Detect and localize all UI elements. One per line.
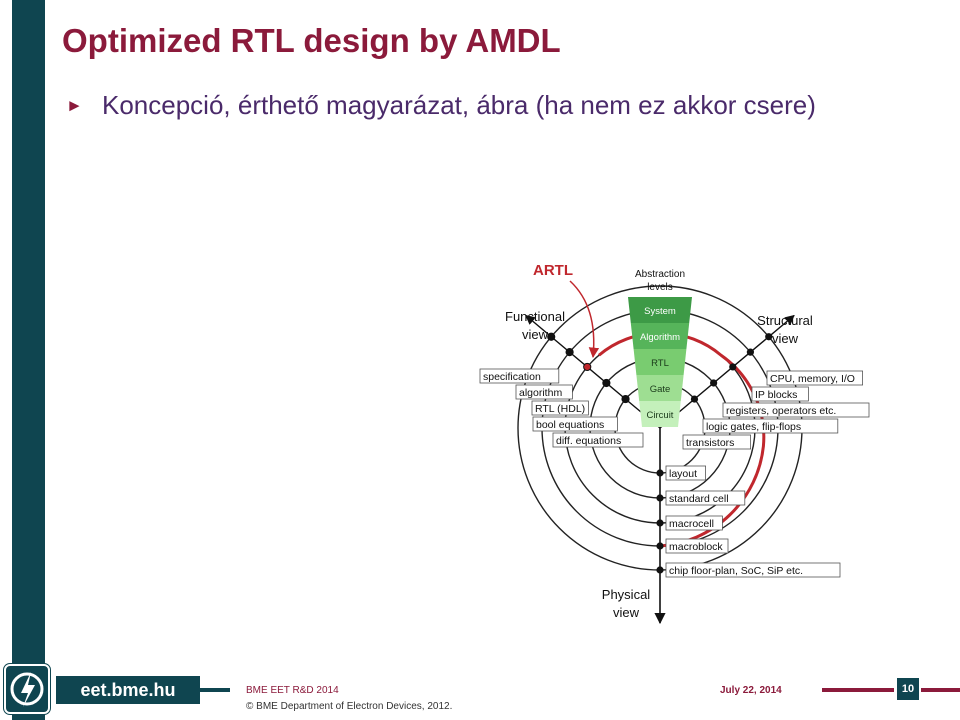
left-accent-bar	[12, 0, 45, 720]
structural-item-label: registers, operators etc.	[726, 405, 836, 417]
physical-node	[656, 566, 664, 574]
functional-node	[621, 394, 630, 404]
structural-view-label: view	[772, 331, 799, 346]
abstraction-level-label: Algorithm	[640, 332, 680, 343]
functional-node	[565, 348, 574, 357]
functional-node	[547, 332, 556, 341]
physical-view-label: view	[613, 605, 640, 620]
structural-item-label-box	[682, 434, 751, 450]
footer-divider	[921, 688, 960, 692]
abstraction-title: levels	[647, 282, 673, 293]
structural-view-label: Structural	[757, 313, 813, 328]
physical-node	[656, 469, 664, 477]
functional-item-label-box	[531, 400, 589, 416]
structural-node	[729, 363, 737, 371]
abstraction-level-label: Circuit	[647, 410, 674, 421]
functional-item-label-box	[552, 432, 644, 448]
structural-item-label: transistors	[686, 437, 734, 449]
functional-node	[583, 362, 592, 372]
structural-item-label-box	[751, 386, 809, 402]
physical-node	[656, 494, 664, 502]
footer-divider	[822, 688, 894, 692]
footer-divider	[200, 688, 230, 692]
structural-item-label-box	[722, 402, 870, 418]
physical-item-label: macrocell	[669, 518, 714, 530]
physical-item-label: standard cell	[669, 493, 729, 505]
structural-node	[765, 333, 773, 341]
physical-item-label-box	[665, 465, 706, 481]
functional-view-label: view	[522, 327, 549, 342]
functional-item-label: diff. equations	[556, 435, 621, 447]
abstraction-level-label: Gate	[650, 384, 671, 395]
functional-view-label: Functional	[505, 309, 565, 324]
physical-node	[656, 519, 664, 527]
structural-item-label-box	[702, 418, 839, 434]
functional-item-label: specification	[483, 371, 541, 383]
physical-view-label: Physical	[602, 587, 651, 602]
bme-logo	[4, 664, 50, 714]
functional-item-label: algorithm	[519, 387, 562, 399]
bullet-text: Koncepció, érthető magyarázat, ábra (ha …	[102, 90, 816, 120]
artl-pointer-arrow	[569, 280, 600, 359]
structural-node	[710, 379, 718, 387]
structural-axis	[659, 314, 795, 429]
functional-item-label-box	[532, 416, 618, 432]
physical-item-label: macroblock	[669, 541, 723, 553]
slide-title: Optimized RTL design by AMDL	[62, 22, 561, 59]
footer-date: July 22, 2014	[720, 685, 782, 696]
abstraction-level-band	[633, 349, 687, 375]
structural-node	[746, 348, 754, 356]
abstraction-title: Abstraction	[635, 269, 685, 280]
functional-item-label-box	[479, 368, 560, 384]
functional-node	[602, 378, 611, 388]
physical-item-label-box	[665, 562, 841, 578]
physical-item-label-box	[665, 538, 729, 554]
functional-item-label: bool equations	[536, 419, 604, 431]
footer-brand: eet.bme.hu	[56, 676, 200, 704]
abstraction-level-band	[630, 323, 690, 349]
abstraction-level-label: System	[644, 306, 676, 317]
page-number: 10	[897, 678, 919, 700]
functional-item-label: RTL (HDL)	[535, 403, 585, 415]
triangle-bullet-icon: ►	[66, 96, 83, 115]
functional-item-label-box	[515, 384, 573, 400]
physical-item-label-box	[665, 490, 746, 506]
artl-label: ARTL	[533, 262, 573, 279]
footer-conference: BME EET R&D 2014	[246, 685, 339, 696]
physical-node	[656, 542, 664, 550]
abstraction-level-label: RTL	[651, 358, 669, 369]
structural-item-label: CPU, memory, I/O	[770, 373, 855, 385]
structural-item-label: logic gates, flip-flops	[706, 421, 801, 433]
physical-item-label-box	[665, 515, 723, 531]
structural-item-label-box	[766, 370, 863, 386]
abstraction-level-band	[636, 375, 684, 401]
structural-node	[690, 395, 699, 403]
structural-item-label: IP blocks	[755, 389, 797, 401]
footer-copyright: © BME Department of Electron Devices, 20…	[246, 701, 453, 712]
abstraction-level-band	[639, 401, 681, 427]
physical-item-label: layout	[669, 468, 697, 480]
abstraction-level-band	[628, 297, 692, 323]
physical-item-label: chip floor-plan, SoC, SiP etc.	[669, 565, 803, 577]
